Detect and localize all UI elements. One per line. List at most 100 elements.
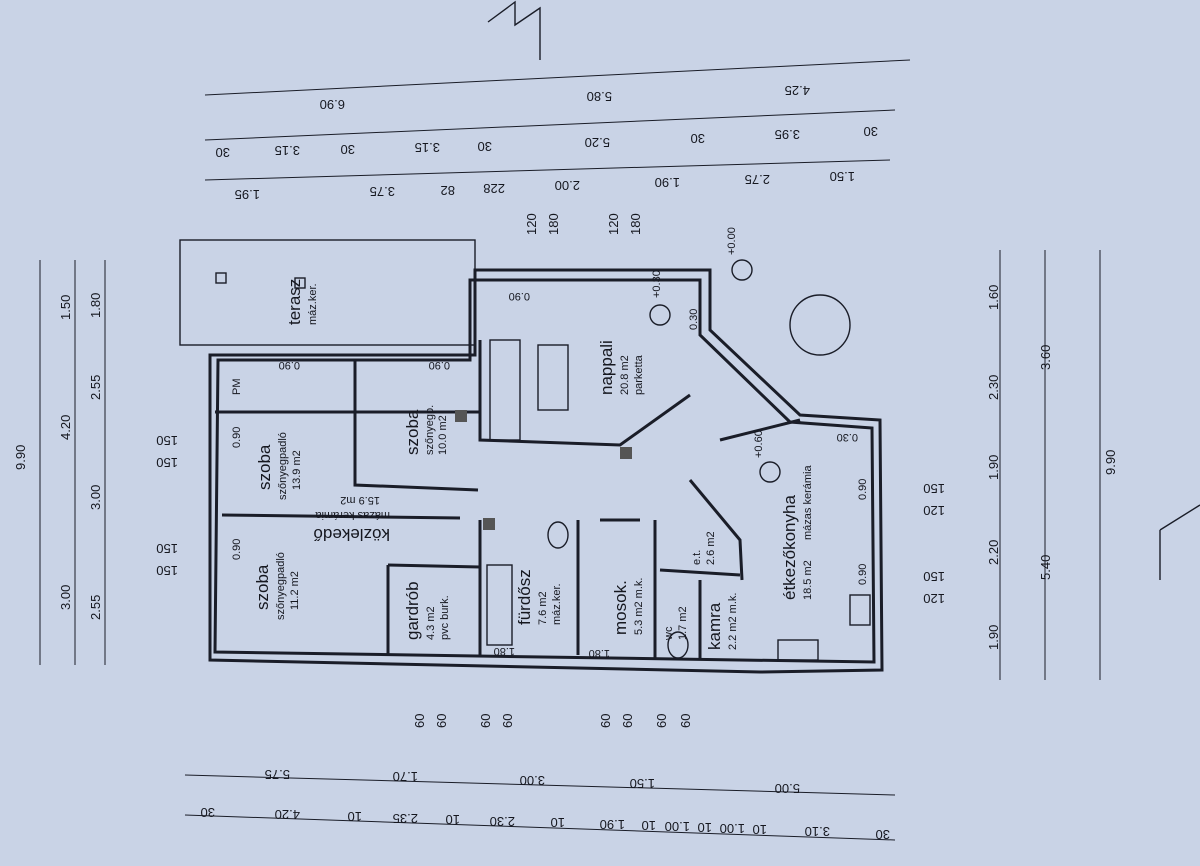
- dim: 2.55: [88, 375, 103, 400]
- bathtub: [486, 564, 513, 646]
- room-name: szoba: [253, 564, 272, 610]
- dim: 150: [923, 569, 945, 584]
- room-area: 7.6 m2: [537, 591, 549, 625]
- pm-label: PM: [231, 379, 243, 396]
- sill: 0.30: [837, 431, 858, 443]
- room-mosok: mosok. 5.3 m2 m.k.: [611, 578, 645, 635]
- dim: 60: [478, 714, 493, 728]
- room-floor: szőnyegp.: [424, 405, 436, 455]
- room-szoba-3: szoba szőnyegpadló 11.2 m2: [253, 552, 301, 620]
- opening-dimensions-bottom: 60 60 60 60 60 60 60 60: [412, 714, 693, 728]
- dim: 10: [446, 812, 460, 827]
- sill: 1.80: [494, 645, 515, 657]
- dim: 60: [678, 714, 693, 728]
- room-area: 4.3 m2: [425, 606, 437, 640]
- dim: 30: [216, 145, 230, 160]
- dim: 150: [156, 433, 178, 448]
- dim: 120: [923, 503, 945, 518]
- room-name: étkezőkonyha: [780, 495, 799, 600]
- room-floor: szőnyegpadló: [275, 552, 287, 620]
- dim: 2.20: [986, 540, 1001, 565]
- dim: 9.90: [13, 445, 28, 470]
- dim: 2.55: [88, 595, 103, 620]
- column: [294, 277, 306, 289]
- room-labels: terasz máz.ker. nappali 20.8 m2 parketta…: [253, 279, 814, 650]
- room-nappali: nappali 20.8 m2 parketta: [597, 340, 645, 395]
- dim: 5.75: [265, 767, 290, 782]
- dim: 1.60: [986, 285, 1001, 310]
- room-terasz: terasz máz.ker.: [285, 279, 319, 325]
- dim: 1.70: [393, 769, 418, 784]
- dim: 30: [341, 142, 355, 157]
- column: [620, 447, 632, 459]
- interior-walls: [215, 340, 801, 658]
- room-szoba-2: szoba szőnyegp. 10.0 m2: [403, 405, 449, 455]
- room-floor: szőnyegpadló: [277, 432, 289, 500]
- dim: 60: [620, 714, 635, 728]
- dim: 5.00: [775, 781, 800, 796]
- sill: 0.90: [231, 427, 243, 448]
- sofa: [489, 339, 521, 441]
- dim: 180: [546, 213, 561, 235]
- dim: 3.95: [775, 127, 800, 142]
- column: [455, 410, 467, 422]
- dim: 3.00: [88, 485, 103, 510]
- room-name: gardrób: [403, 581, 422, 640]
- stove: [849, 594, 871, 626]
- dim: 150: [156, 563, 178, 578]
- sink: [777, 639, 819, 661]
- room-name: terasz: [285, 279, 304, 325]
- dim: 120: [923, 591, 945, 606]
- dim: 3.00: [58, 585, 73, 610]
- sill: 0.30: [688, 309, 700, 330]
- column: [483, 518, 495, 530]
- room-kamra: kamra 2.2 m2 m.k.: [705, 593, 739, 650]
- room-area: 11.2 m2: [289, 571, 301, 610]
- dimension-lines: [39, 59, 1101, 841]
- section-marker: [487, 0, 541, 60]
- dim: 30: [201, 805, 215, 820]
- sill: 0.90: [857, 479, 869, 500]
- dim: 180: [628, 213, 643, 235]
- dim: 1.90: [655, 175, 680, 190]
- room-gardrob: gardrób 4.3 m2 pvc burk.: [403, 581, 451, 640]
- level-marker: [759, 461, 781, 483]
- room-wc: wc 1.7 m2: [663, 606, 689, 641]
- dim: 3.60: [1038, 345, 1053, 370]
- room-floor: máz.ker.: [551, 583, 563, 625]
- dim: 10: [551, 815, 565, 830]
- dim: 2.75: [745, 172, 770, 187]
- dim: 82: [441, 183, 455, 198]
- dim: 1.80: [88, 293, 103, 318]
- room-area: 10.0 m2: [437, 415, 449, 455]
- dim: 60: [412, 714, 427, 728]
- room-furdo: fürdősz 7.6 m2 máz.ker.: [515, 569, 563, 625]
- room-name: nappali: [597, 340, 616, 395]
- level: +0.60: [753, 430, 765, 458]
- top-dimensions: 6.90 5.80 4.25 30 3.15 30 3.15 30 5.20 3…: [216, 83, 878, 202]
- dim: 60: [434, 714, 449, 728]
- dim: 1.95: [235, 187, 260, 202]
- room-name: wc: [663, 626, 675, 641]
- dim: 150: [156, 541, 178, 556]
- dim: 120: [524, 213, 539, 235]
- sill: 0.90: [231, 539, 243, 560]
- room-area: 13.9 m2: [291, 450, 303, 490]
- room-etkezokonyha: étkezőkonyha 18.5 m2 mázas kerámia: [780, 465, 814, 600]
- sill: 0.90: [857, 564, 869, 585]
- room-floor: mázas kerámia: [802, 465, 814, 540]
- level-marker: [649, 304, 671, 326]
- dim: 3.00: [520, 773, 545, 788]
- room-area: 2.2 m2 m.k.: [727, 593, 739, 650]
- dim: 120: [606, 213, 621, 235]
- column: [215, 272, 227, 284]
- room-kozlekedo: közlekedő mázas kerámia 15.9 m2: [313, 494, 390, 544]
- level: +0.00: [726, 227, 738, 255]
- dim: 1.90: [986, 455, 1001, 480]
- exterior-walls: [179, 239, 884, 674]
- level-labels: +0.00 +0.30 +0.60: [651, 227, 765, 458]
- room-name: közlekedő: [313, 525, 390, 544]
- room-name: mosok.: [611, 580, 630, 635]
- room-name: fürdősz: [515, 569, 534, 625]
- dim: 1.90: [600, 817, 625, 832]
